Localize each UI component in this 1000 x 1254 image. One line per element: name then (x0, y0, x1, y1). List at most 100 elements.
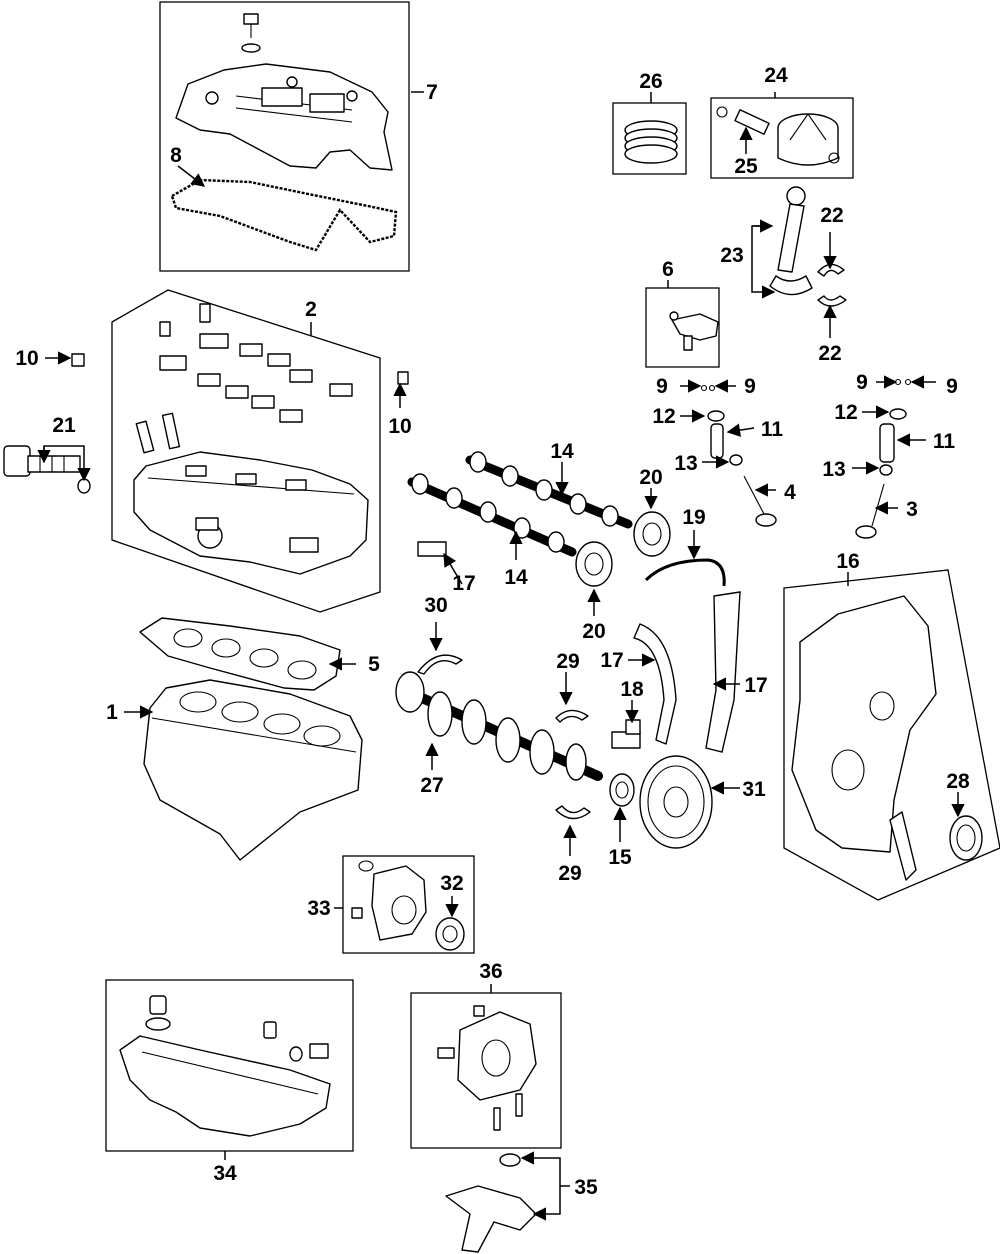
sensor-frame (645, 287, 720, 368)
leader-35a (520, 1151, 570, 1187)
callout-23: 23 (720, 244, 743, 267)
chain-tensioner-arm (633, 623, 677, 745)
piston-ring-frame (612, 102, 687, 175)
callout-15: 15 (608, 846, 632, 869)
callout-22b: 22 (818, 342, 841, 365)
callout-6: 6 (662, 258, 674, 281)
callout-12a: 12 (652, 405, 675, 428)
valve-cover-gasket (170, 178, 398, 252)
callout-17a: 17 (452, 572, 475, 595)
piston-frame (710, 97, 854, 179)
callout-4: 4 (784, 481, 796, 504)
front-oil-seal (949, 815, 983, 861)
timing-chain (644, 558, 726, 587)
oil-pump-frame (410, 992, 562, 1149)
callout-29b: 29 (558, 862, 581, 885)
oil-strainer (445, 1153, 537, 1253)
callout-19: 19 (682, 506, 705, 529)
leader-17a (443, 552, 463, 585)
callout-17b: 17 (600, 649, 623, 672)
callout-28: 28 (946, 770, 970, 793)
callout-16: 16 (836, 550, 859, 573)
head-gasket (139, 617, 341, 691)
callout-33: 33 (307, 897, 330, 920)
cylinder-head (133, 451, 369, 575)
chain-tensioner (611, 719, 641, 749)
connecting-rod (769, 186, 813, 296)
callout-26: 26 (639, 70, 662, 93)
rear-oil-seal (435, 917, 465, 951)
callout-10b: 10 (388, 415, 411, 438)
cam-sensor (669, 311, 719, 351)
leader-8 (177, 165, 206, 187)
callout-22a: 22 (820, 204, 843, 227)
callout-21: 21 (52, 414, 76, 437)
chain-guide-lower (705, 591, 741, 753)
callout-20b: 20 (582, 620, 605, 643)
callout-7: 7 (426, 81, 438, 104)
main-bearing-lower (555, 805, 591, 820)
oil-pump (437, 1005, 537, 1131)
callout-5: 5 (368, 653, 380, 676)
callout-30: 30 (424, 594, 447, 617)
callout-17c: 17 (744, 674, 767, 697)
main-bearing-upper (555, 709, 589, 723)
rear-seal-retainer (351, 860, 427, 941)
oil-pan (119, 995, 331, 1137)
callout-35: 35 (574, 1176, 598, 1199)
valve-spring-set-exhaust (855, 408, 907, 539)
callout-12b: 12 (834, 401, 857, 424)
callout-9a: 9 (656, 375, 668, 398)
plug-left (71, 353, 85, 367)
timing-cover-gasket (889, 811, 917, 881)
valve-keepers (700, 378, 912, 392)
callout-11b: 11 (933, 430, 956, 453)
callout-27: 27 (420, 774, 443, 797)
callout-11a: 11 (761, 418, 784, 441)
valve-cover-group-frame (159, 1, 410, 272)
callout-34: 34 (213, 1162, 237, 1185)
camshaft-upper (465, 451, 633, 529)
oil-pan-frame (105, 979, 354, 1152)
head-dowels (135, 412, 181, 454)
callout-18: 18 (620, 678, 644, 701)
valve-cover (175, 63, 393, 171)
leader-11a (726, 423, 755, 437)
callout-32: 32 (440, 872, 463, 895)
valve-spring-set-intake (707, 410, 777, 527)
timing-cover-group-frame (783, 569, 1000, 901)
callout-13b: 13 (822, 458, 845, 481)
callout-36: 36 (479, 960, 502, 983)
callout-3: 3 (906, 498, 918, 521)
callout-31: 31 (742, 778, 766, 801)
cam-sprocket-lower (575, 541, 613, 587)
piston (716, 106, 840, 166)
callout-10a: 10 (15, 347, 38, 370)
crank-sprocket (609, 773, 635, 807)
leader-23a (751, 225, 776, 299)
engine-block (143, 679, 363, 861)
callout-20a: 20 (639, 466, 662, 489)
callout-9b: 9 (744, 375, 756, 398)
plug-right (397, 371, 409, 385)
callout-29a: 29 (556, 650, 579, 673)
thrust-washer (417, 654, 463, 675)
piston-rings (624, 120, 678, 164)
crank-pulley (639, 755, 713, 849)
callout-13a: 13 (674, 452, 697, 475)
callout-24: 24 (764, 64, 788, 87)
callout-9d: 9 (946, 375, 958, 398)
rod-bearing-lower (817, 295, 847, 307)
callout-25: 25 (734, 155, 758, 178)
cylinder-head-group-frame (111, 289, 381, 613)
oil-control-valve (3, 445, 91, 494)
crankshaft (395, 671, 603, 781)
rocker-arms (159, 303, 353, 423)
cam-sprocket-upper (633, 511, 671, 557)
callout-1: 1 (106, 701, 118, 724)
chain-guide-clip (417, 541, 447, 557)
rear-seal-frame (342, 855, 475, 954)
timing-cover (791, 595, 937, 853)
